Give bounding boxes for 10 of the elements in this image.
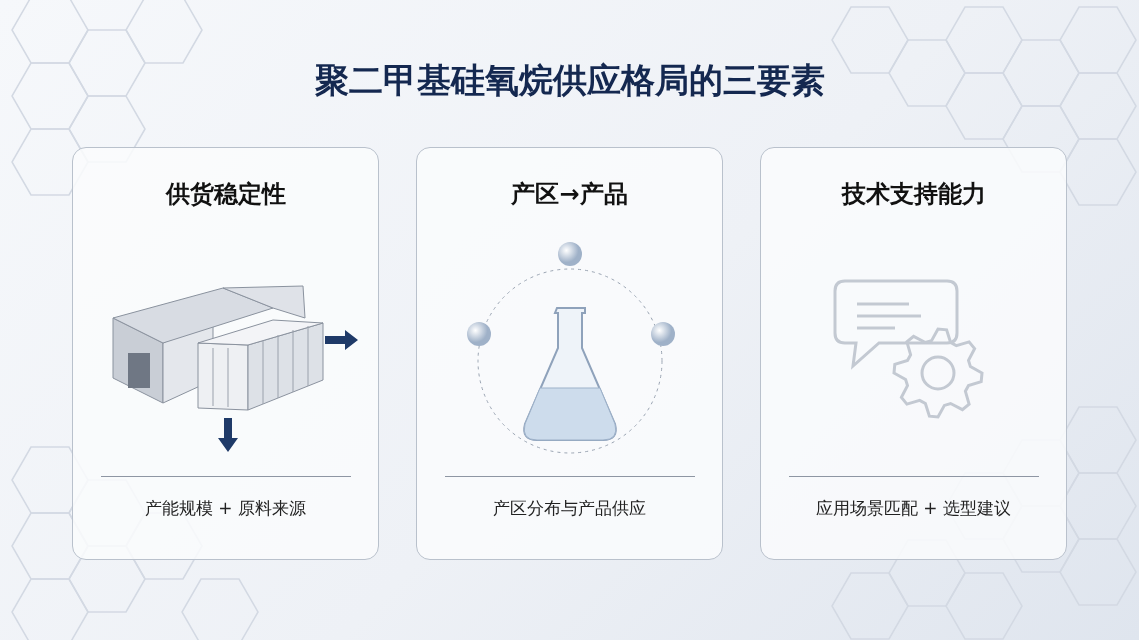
card-heading: 供货稳定性: [165, 179, 286, 210]
card-heading: 技术支持能力: [841, 179, 986, 210]
card-caption: 产区分布与产品供应: [493, 497, 646, 520]
card-heading: 产区→产品: [511, 179, 628, 210]
card-caption: 应用场景匹配 + 选型建议: [815, 497, 1012, 520]
title: 聚二甲基硅氧烷供应格局的三要素: [314, 59, 825, 102]
card: [72, 147, 379, 560]
card: [760, 147, 1067, 560]
card-caption: 产能规模 + 原料来源: [144, 497, 307, 520]
card: [416, 147, 723, 560]
